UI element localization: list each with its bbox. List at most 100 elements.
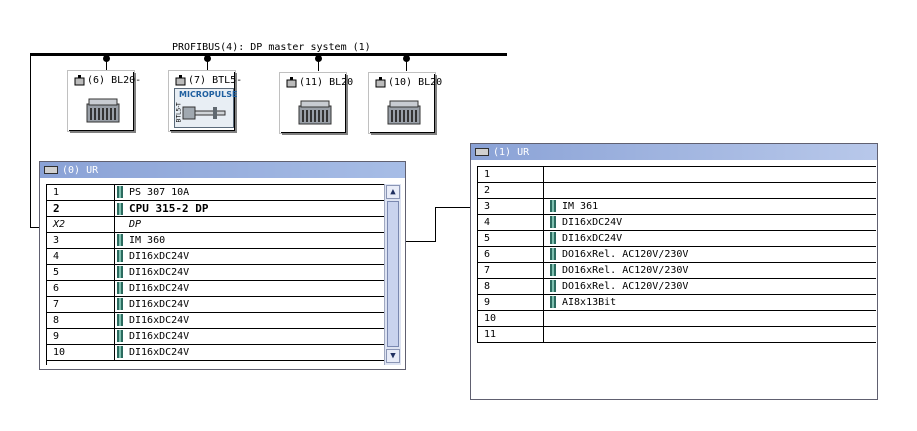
rack-1-titlebar[interactable]: (1) UR <box>471 144 877 160</box>
table-row[interactable]: 2 CPU 315-2 DP <box>47 201 386 217</box>
module-icon <box>550 216 556 228</box>
module-icon <box>117 266 123 278</box>
table-row[interactable]: 8 DO16xRel. AC120V/230V <box>478 279 876 295</box>
station-10[interactable]: (10) BL20 <box>369 73 442 133</box>
table-row[interactable]: 11 <box>478 327 876 343</box>
slot-cell: 7 <box>478 263 544 278</box>
module-icon <box>550 296 556 308</box>
slot-cell: 10 <box>47 345 115 360</box>
module-cell: PS 307 10A <box>117 185 189 200</box>
table-row[interactable]: 1 <box>478 167 876 183</box>
module-icon <box>550 264 556 276</box>
slot-cell: 8 <box>478 279 544 294</box>
table-row[interactable]: 5 DI16xDC24V <box>478 231 876 247</box>
drop-11 <box>318 55 319 71</box>
bus-left-wire <box>30 53 31 228</box>
station-icon <box>175 75 186 86</box>
slot-cell: 9 <box>478 295 544 310</box>
module-name: DI16xDC24V <box>562 217 623 228</box>
table-row[interactable]: 4 DI16xDC24V <box>478 215 876 231</box>
rack-0-titlebar[interactable]: (0) UR <box>40 162 405 178</box>
table-row[interactable]: 3 IM 361 <box>478 199 876 215</box>
module-icon <box>550 232 556 244</box>
module-name: DI16xDC24V <box>129 267 190 278</box>
module-name: DO16xRel. AC120V/230V <box>562 281 689 292</box>
rack-1-window[interactable]: (1) UR 1 2 3 IM 361 4 DI16xDC24V 5 DI16x… <box>470 143 878 400</box>
module-cell: DI16xDC24V <box>117 313 189 328</box>
station-6[interactable]: (6) BL20- <box>68 71 141 131</box>
rack-1-title: (1) UR <box>493 146 530 158</box>
module-cell: DI16xDC24V <box>117 281 189 296</box>
scroll-down-icon[interactable]: ▼ <box>386 349 400 363</box>
module-icon <box>117 234 123 246</box>
module-cell: DI16xDC24V <box>117 345 189 360</box>
rack-icon <box>475 148 489 156</box>
drop-7 <box>207 55 208 71</box>
rack-link-h1 <box>406 241 435 242</box>
slot-cell: 2 <box>47 201 115 216</box>
rack-0-window[interactable]: (0) UR 1 PS 307 10A 2 CPU 315-2 DP X2 DP… <box>39 161 406 370</box>
table-row[interactable]: 8 DI16xDC24V <box>47 313 386 329</box>
module-name: DI16xDC24V <box>129 331 190 342</box>
module-icon <box>117 346 123 358</box>
rack-link-v <box>435 207 436 242</box>
station-11[interactable]: (11) BL20 <box>280 73 353 133</box>
slot-cell: 1 <box>47 185 115 200</box>
rack-link-h2 <box>435 207 471 208</box>
station-icon <box>74 75 85 86</box>
table-row[interactable]: 9 DI16xDC24V <box>47 329 386 345</box>
module-cell: DI16xDC24V <box>117 249 189 264</box>
module-icon <box>117 314 123 326</box>
station-10-label: (10) BL20 <box>375 77 442 88</box>
table-row[interactable]: 10 DI16xDC24V <box>47 345 386 361</box>
module-cell: DI16xDC24V <box>117 265 189 280</box>
table-row[interactable]: 9 AI8x13Bit <box>478 295 876 311</box>
module-icon <box>117 298 123 310</box>
station-7-text: (7) BTL5- <box>188 75 243 86</box>
table-row[interactable]: 7 DO16xRel. AC120V/230V <box>478 263 876 279</box>
module-name: IM 361 <box>562 201 599 212</box>
rack-0-scrollbar[interactable]: ▲ ▼ <box>384 184 401 365</box>
slot-cell: 5 <box>47 265 115 280</box>
slot-cell: X2 <box>47 217 115 232</box>
table-row[interactable]: 5 DI16xDC24V <box>47 265 386 281</box>
module-name: DI16xDC24V <box>129 347 190 358</box>
table-row[interactable]: 10 <box>478 311 876 327</box>
module-name: DI16xDC24V <box>129 299 190 310</box>
table-row[interactable]: 7 DI16xDC24V <box>47 297 386 313</box>
module-name: DO16xRel. AC120V/230V <box>562 265 689 276</box>
rack-1-table: 1 2 3 IM 361 4 DI16xDC24V 5 DI16xDC24V 6… <box>477 166 876 343</box>
station-11-text: (11) BL20 <box>299 77 354 88</box>
slot-cell: 6 <box>478 247 544 262</box>
module-name: DO16xRel. AC120V/230V <box>562 249 689 260</box>
scroll-thumb[interactable] <box>387 201 399 347</box>
table-row[interactable]: 4 DI16xDC24V <box>47 249 386 265</box>
module-cell: DI16xDC24V <box>117 297 189 312</box>
table-row[interactable]: 2 <box>478 183 876 199</box>
module-icon <box>117 203 123 215</box>
bl20-module-icon <box>387 100 421 125</box>
drop-6 <box>106 55 107 71</box>
module-cell: DO16xRel. AC120V/230V <box>550 279 688 294</box>
slot-cell: 10 <box>478 311 544 326</box>
station-7[interactable]: (7) BTL5- MICROPULSE BTL5-T <box>169 71 242 131</box>
table-row[interactable]: X2 DP <box>47 217 386 233</box>
table-row[interactable]: 3 IM 360 <box>47 233 386 249</box>
station-10-text: (10) BL20 <box>388 77 443 88</box>
module-name: DI16xDC24V <box>129 283 190 294</box>
scroll-up-icon[interactable]: ▲ <box>386 185 400 199</box>
station-7-label: (7) BTL5- <box>175 75 242 86</box>
table-row[interactable]: 6 DI16xDC24V <box>47 281 386 297</box>
module-cell: DI16xDC24V <box>117 329 189 344</box>
module-cell: IM 360 <box>117 233 165 248</box>
table-row[interactable]: 1 PS 307 10A <box>47 185 386 201</box>
module-cell: DP <box>117 217 141 232</box>
drop-dot-7 <box>204 55 211 62</box>
station-icon <box>375 77 386 88</box>
table-row[interactable]: 6 DO16xRel. AC120V/230V <box>478 247 876 263</box>
profibus-line[interactable] <box>30 53 507 56</box>
module-cell: AI8x13Bit <box>550 295 616 310</box>
sensor-rod-icon <box>182 106 226 120</box>
slot-cell: 1 <box>478 167 544 182</box>
drop-10 <box>406 55 407 71</box>
